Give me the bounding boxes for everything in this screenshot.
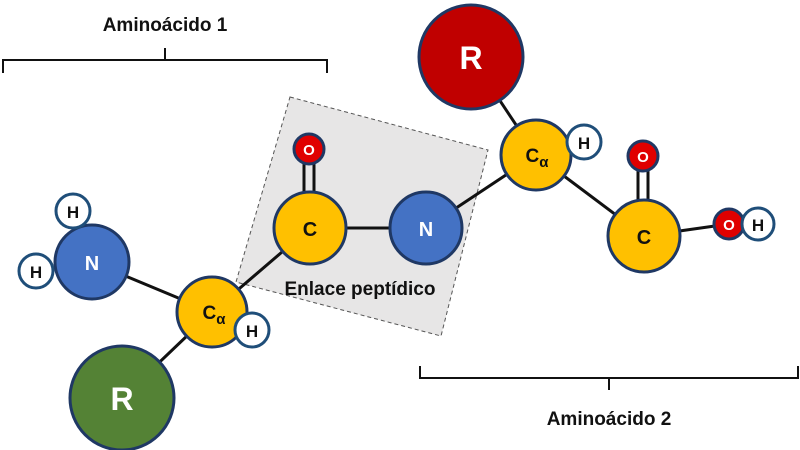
r-group-1: R (68, 344, 176, 450)
atom-h-ca-1-label: H (246, 322, 258, 341)
atom-ca-2: Cα (499, 118, 573, 192)
bracket-aminoacid-2 (419, 366, 799, 390)
atom-n-peptide-label: N (419, 219, 433, 241)
atom-ca-2-sub: α (539, 154, 549, 171)
atom-c-carbonyl-1: C (272, 190, 348, 266)
atom-h-ca-1: H (233, 311, 271, 349)
atom-h-ca-2: H (565, 123, 603, 161)
atom-n-amino-label: N (85, 253, 99, 275)
atom-h-amino-top-label: H (67, 203, 79, 222)
atom-ca-1-main: C (203, 303, 217, 324)
atom-c-carbonyl-1-label: C (303, 219, 317, 241)
atom-h-hydroxyl-label: H (752, 216, 764, 235)
label-peptide-bond: Enlace peptídico (285, 279, 436, 300)
atom-h-amino-left: H (17, 252, 55, 290)
atom-o-carboxyl-double: O (626, 139, 660, 173)
r-group-2: R (417, 3, 525, 111)
r-group-1-label: R (110, 381, 133, 417)
atom-h-amino-top: H (54, 192, 92, 230)
atom-o-carbonyl-1: O (292, 132, 326, 166)
atom-ca-2-main: C (526, 146, 540, 167)
label-aminoacid-2: Aminoácido 2 (547, 409, 672, 430)
atom-ca-1-sub: α (216, 311, 226, 328)
atom-h-ca-2-label: H (578, 134, 590, 153)
atom-o-carbonyl-1-label: O (303, 142, 315, 159)
atom-ca-2-label: Cα (526, 146, 550, 171)
atom-ca-1-label: Cα (203, 303, 227, 328)
atom-o-carboxyl-double-label: O (637, 149, 649, 166)
r-group-2-label: R (459, 40, 482, 76)
atom-c-carboxyl: C (606, 198, 682, 274)
atom-h-hydroxyl: H (740, 206, 776, 242)
atom-h-amino-left-label: H (30, 263, 42, 282)
atom-n-peptide: N (388, 190, 464, 266)
atom-ca-1: Cα (175, 275, 249, 349)
atom-n-amino: N (53, 223, 131, 301)
atom-o-hydroxyl-label: O (723, 217, 735, 234)
bracket-aminoacid-1 (2, 48, 328, 73)
atom-c-carboxyl-label: C (637, 227, 651, 249)
label-aminoacid-1: Aminoácido 1 (103, 15, 228, 36)
atom-o-hydroxyl: O (712, 207, 746, 241)
